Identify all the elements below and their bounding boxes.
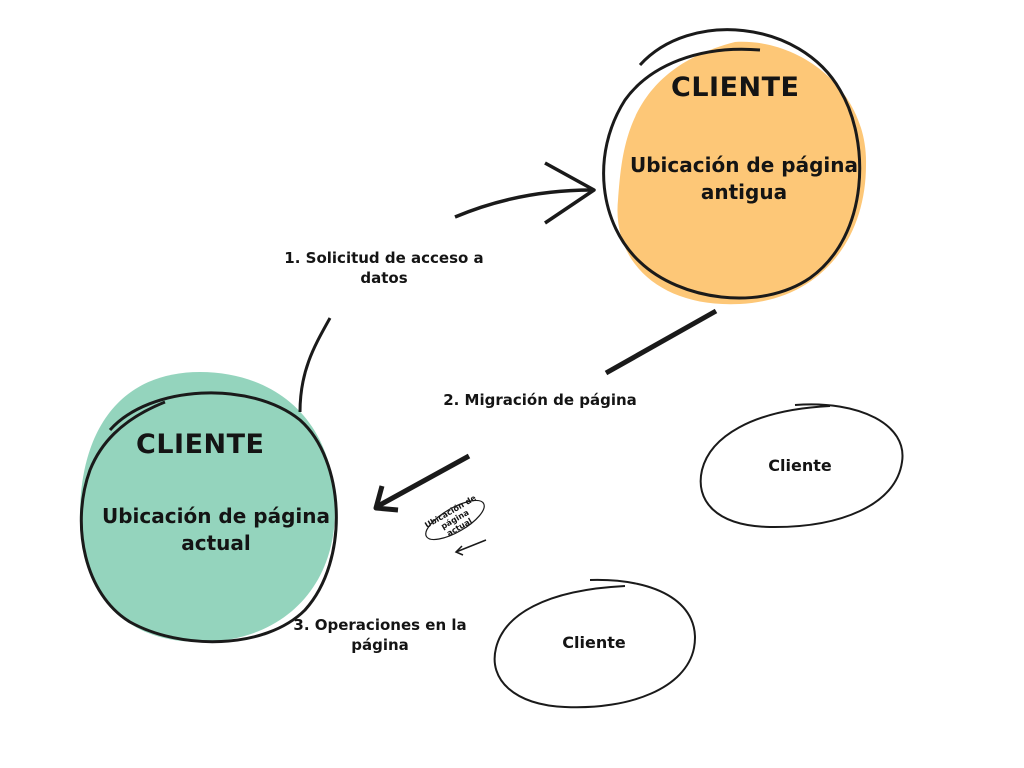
old-location-fill xyxy=(617,41,867,305)
current-location-subtitle: Ubicación de página actual xyxy=(102,504,330,555)
client-ellipse-a xyxy=(699,403,904,529)
request-arrowhead xyxy=(544,161,596,225)
tiny-label-ellipse xyxy=(425,499,485,541)
client-b-label: Cliente xyxy=(562,633,626,652)
old-location-subtitle: Ubicación de página antigua xyxy=(630,153,858,204)
request-curve xyxy=(298,317,332,413)
client-ellipse-b xyxy=(493,578,696,709)
request-arrow-shaft xyxy=(454,188,593,219)
client-a-label: Cliente xyxy=(768,456,832,475)
current-location-title: CLIENTE xyxy=(136,429,265,460)
current-location-fill xyxy=(79,372,335,642)
step-operations-label: 3. Operaciones en la página xyxy=(293,616,467,654)
small-arrow xyxy=(454,539,487,556)
migration-arrow-shaft xyxy=(376,453,471,509)
step-request-label: 1. Solicitud de acceso a datos xyxy=(284,249,484,287)
old-location-title: CLIENTE xyxy=(671,72,800,103)
migration-arrowhead xyxy=(373,485,399,513)
step-migration-label: 2. Migración de página xyxy=(443,391,637,409)
migration-line xyxy=(604,308,718,376)
old-location-outline xyxy=(602,28,862,300)
current-location-outline xyxy=(79,391,338,644)
